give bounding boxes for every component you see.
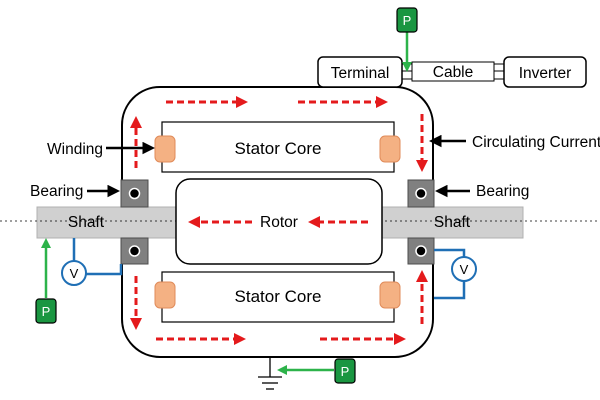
cable-label: Cable bbox=[433, 64, 474, 81]
bearing-ball-icon bbox=[415, 245, 427, 257]
winding-end-top-left bbox=[154, 135, 176, 163]
probe-badge-top bbox=[396, 7, 418, 33]
probe-badge-left bbox=[35, 298, 57, 324]
stator-core-top bbox=[161, 121, 395, 173]
stator-core-top-label: Stator Core bbox=[235, 139, 322, 158]
rotor bbox=[175, 178, 383, 265]
probe-top-label: P bbox=[403, 13, 412, 28]
shaft-left-label: Shaft bbox=[68, 214, 105, 231]
shaft-right-label: Shaft bbox=[434, 214, 471, 231]
ground-icon bbox=[258, 357, 282, 390]
probe-left-label: P bbox=[42, 304, 51, 319]
stator-core-bottom bbox=[161, 271, 395, 323]
voltmeter-wire-right bbox=[434, 248, 466, 300]
voltmeter-right-icon bbox=[451, 256, 477, 282]
cable-box bbox=[411, 61, 495, 82]
inverter-label: Inverter bbox=[519, 65, 572, 82]
winding-label: Winding bbox=[47, 141, 103, 158]
winding-end-top-right bbox=[379, 135, 401, 163]
stator-core-bottom-label: Stator Core bbox=[235, 287, 322, 306]
winding-end-bottom-right bbox=[379, 281, 401, 309]
voltmeter-left-icon bbox=[61, 260, 87, 286]
probe-ground-label: P bbox=[341, 364, 350, 379]
terminal-box bbox=[317, 56, 403, 88]
circulating-current-label: Circulating Current bbox=[472, 134, 600, 151]
winding-end-bottom-left bbox=[154, 281, 176, 309]
bearing-left-label: Bearing bbox=[30, 183, 83, 200]
probe-badge-ground bbox=[334, 358, 356, 384]
voltmeter-right-label: V bbox=[460, 262, 469, 277]
circulating-current-arrows bbox=[130, 96, 428, 345]
terminal-label: Terminal bbox=[331, 65, 390, 82]
bearing-right-label: Bearing bbox=[476, 183, 529, 200]
bearing-ball-icon bbox=[415, 187, 427, 200]
bearing-ball-icon bbox=[128, 245, 141, 257]
bearing-ball-icon bbox=[128, 187, 141, 200]
inverter-box bbox=[503, 56, 587, 88]
voltmeter-left-label: V bbox=[70, 266, 79, 281]
rotor-label: Rotor bbox=[260, 214, 298, 231]
voltmeter-wire-left bbox=[72, 238, 123, 276]
